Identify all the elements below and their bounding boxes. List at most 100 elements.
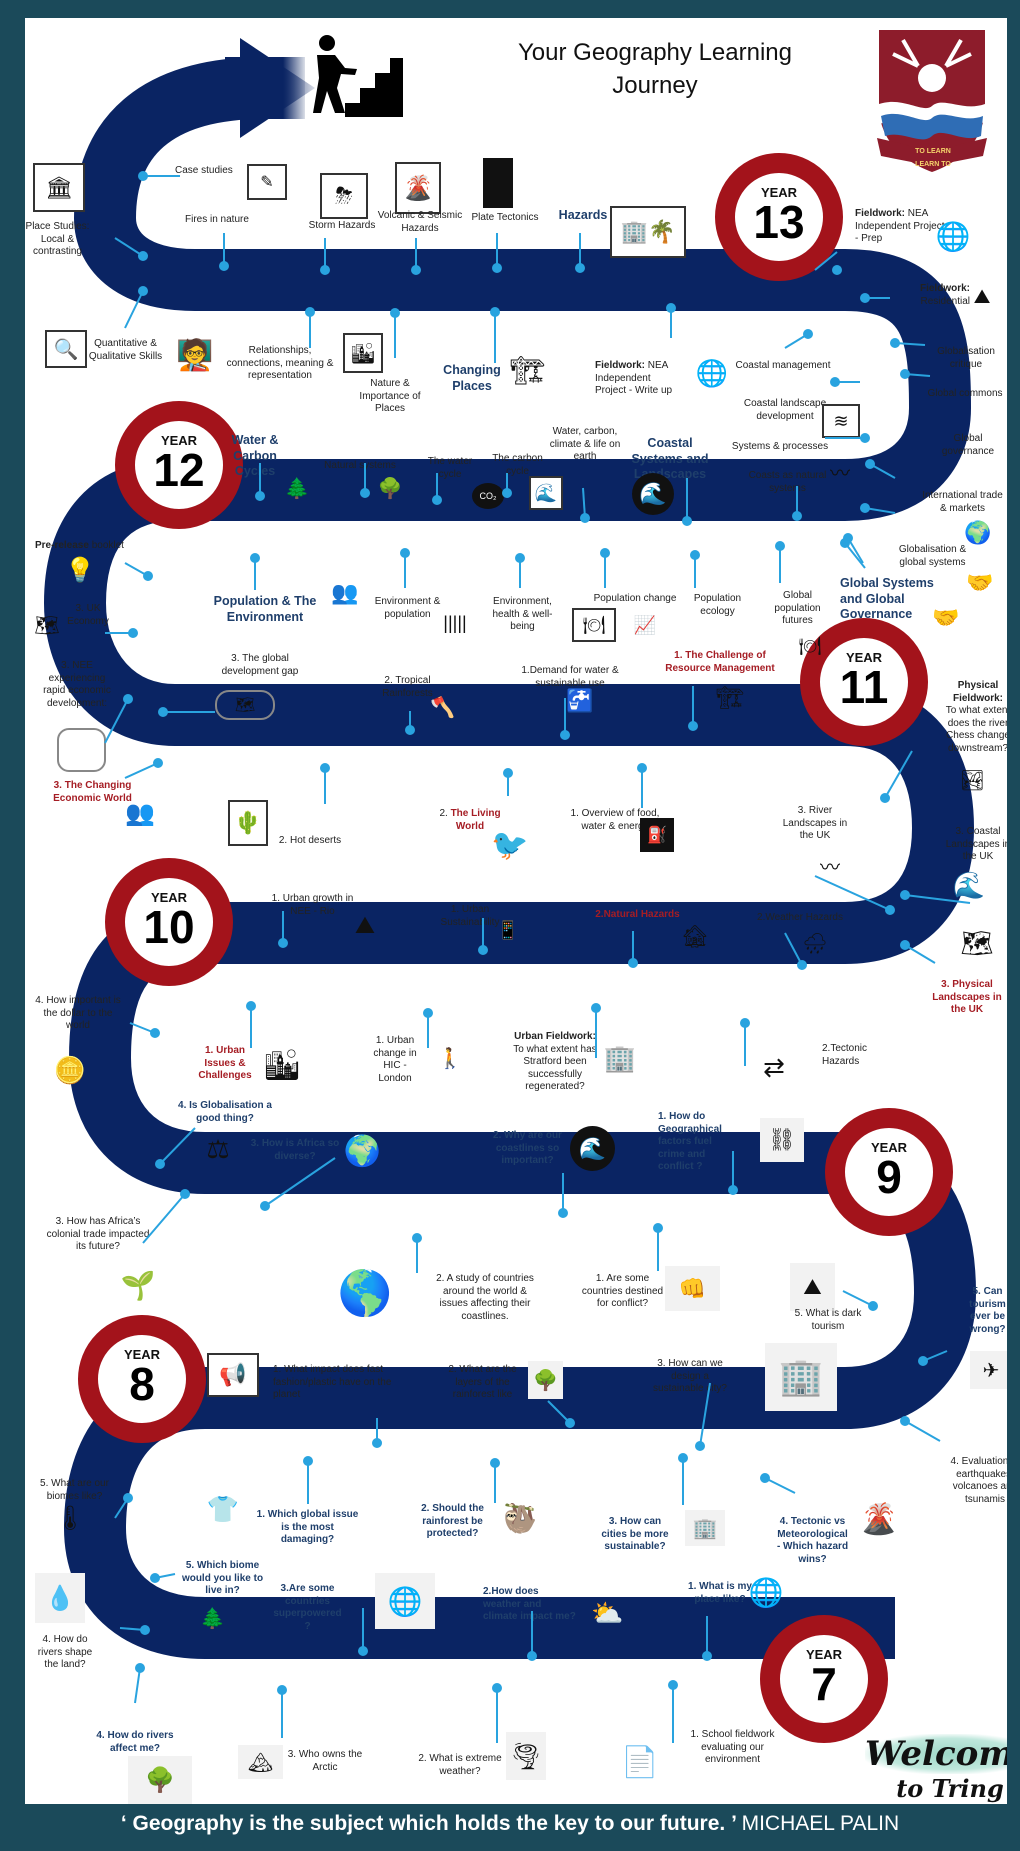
coins-icon: 🪙 — [53, 1054, 87, 1085]
biomes-label: 5. What are our biomes like? — [40, 1478, 109, 1502]
population-ecology-label: Population ecology — [693, 593, 742, 617]
tectonic-plate-icon: ⇄ — [763, 1051, 785, 1082]
waterfall-icon: 💧 — [35, 1573, 85, 1623]
pipe-tap-icon: 🚰 — [566, 687, 594, 713]
river-path-icon: 〰 — [820, 856, 840, 879]
crest-motto: TO LEARN LEARN TO — [915, 148, 951, 168]
coastlines-question: 2. Why are our coastlines so important? — [493, 1130, 562, 1166]
collapsed-building-icon — [483, 158, 513, 208]
school-fieldwork-label: 1. School fieldwork evaluating our envir… — [690, 1729, 775, 1765]
school-crest-icon — [873, 26, 991, 176]
smart-city-icon: 🏢 — [765, 1343, 837, 1411]
hazards-heading: Hazards — [558, 208, 608, 222]
people-icon: 👥 — [331, 580, 359, 605]
population-environment-heading: Population & The Environment — [213, 594, 317, 624]
river-landscape-icon: 🏞 — [959, 770, 986, 792]
pre-release-label: Pre-release booklet — [35, 540, 124, 551]
footer-quote: ‘ Geography is the subject which holds t… — [0, 1812, 1020, 1836]
demand-water-label: 1.Demand for water & sustainable use — [521, 665, 619, 689]
toucan-icon: 🐦 — [491, 829, 529, 862]
water-carbon-life-label: Water, carbon, climate & life on earth — [549, 426, 621, 462]
storm-hazards-label: Storm Hazards — [308, 220, 376, 231]
handshake-cycle-icon: 🤝 — [966, 570, 994, 595]
wave-swirl-icon: 🌊 — [570, 1126, 615, 1171]
checklist-icon: ✎ — [247, 164, 287, 200]
globe-location-icon: 🌐 — [748, 1576, 784, 1608]
fieldwork-writeup-label: Fieldwork: NEA Independent Project - Wri… — [595, 360, 673, 396]
rivers-shape-label: 4. How do rivers shape the land? — [37, 1634, 93, 1670]
erupting-volcano-icon: 🌋 — [860, 1502, 898, 1536]
hurricane-city-icon: 🏢🌴 — [610, 206, 686, 258]
magnifier-chart-icon: 🔍 — [45, 330, 87, 368]
weather-thermometer-icon: 🌡 — [54, 1504, 86, 1532]
litter-person-icon: 🚶 — [437, 1047, 463, 1070]
conflict-label: 1. Are some countries destined for confl… — [581, 1273, 664, 1309]
world-map-icon: 🗺 — [215, 690, 275, 720]
coasts-natural-label: Coasts as natural systems — [748, 470, 827, 494]
shopping-mobile-icon: 📱 — [496, 919, 520, 940]
tourism-wrong-question: 5. Can tourism ever be wrong? — [969, 1286, 1006, 1335]
environment-health-label: Environment, health & well-being — [492, 596, 553, 632]
plate-tectonics-label: Plate Tectonics — [471, 212, 539, 223]
physical-landscapes-heading: 3. Physical Landscapes in the UK — [932, 979, 1002, 1015]
travel-globe-icon: ✈ — [970, 1351, 1007, 1389]
megaphone-board-icon: 📢 — [207, 1353, 259, 1397]
natural-hazards-heading: 2.Natural Hazards — [595, 909, 680, 920]
buildings-icon: 🏢 — [685, 1510, 725, 1546]
global-governance-label: Global governance — [941, 433, 995, 457]
africa-icon: 🌍 — [343, 1134, 382, 1168]
forest-icon: 🌲 — [284, 477, 310, 500]
lightbulb-icon: 💡 — [65, 556, 95, 584]
rainforest-protect-question: 2. Should the rainforest be protected? — [421, 1503, 484, 1539]
oil-rig-icon: 🏗 — [716, 685, 744, 710]
offshore-rig-icon: ⛽ — [640, 818, 674, 852]
population-growth-icon: 📈 — [633, 614, 657, 635]
pine-trees-icon: 🌲 — [200, 1607, 225, 1630]
globe-pin-icon: 🌐 — [695, 357, 729, 388]
wave-icon: 🌊 — [632, 473, 674, 515]
quote-text: ‘ Geography is the subject which holds t… — [120, 1812, 736, 1835]
global-systems-heading: Global Systems and Global Governance — [840, 576, 934, 621]
farmland-icon: ||||| — [443, 612, 467, 633]
uk-map-icon: 🗺 — [34, 614, 60, 637]
sloth-icon: 🦥 — [502, 1502, 538, 1534]
globalisation-critique-label: Globalisation critique — [937, 346, 995, 370]
earthquake-house-icon: 🏚 — [681, 924, 709, 949]
my-place-question: 1. What is my place like? — [688, 1581, 752, 1605]
water-carbon-heading: Water & Carbon Cycles — [231, 433, 279, 478]
rainforest-layers-icon: 🌳 — [528, 1361, 563, 1399]
extreme-weather-label: 2. What is extreme weather? — [418, 1753, 502, 1777]
uk-map-icon: 🗺 — [960, 928, 994, 958]
quote-author: MICHAEL PALIN — [741, 1812, 900, 1835]
nature-places-label: Nature & Importance of Places — [359, 378, 421, 414]
quant-skills-label: Quantitative & Qualitative Skills — [88, 338, 163, 362]
tectonic-vs-question: 4. Tectonic vs Meteorological - Which ha… — [776, 1516, 849, 1565]
river-bend-icon: 〰 — [830, 462, 850, 485]
tectonic-hazards-label: 2.Tectonic Hazards — [822, 1043, 868, 1067]
burj-icon: 🏗 — [509, 355, 546, 386]
which-biome-question: 5. Which biome would you like to live in… — [181, 1560, 264, 1596]
presenter-flowchart-icon: 🧑‍🏫 — [176, 339, 214, 372]
international-trade-label: International trade & markets — [922, 490, 1003, 514]
mountain-camp-icon: ⛰ — [973, 285, 991, 308]
journey-panel: Your Geography Learning Journey TO LEARN… — [25, 18, 1007, 1804]
flood-icon: 🌊 — [529, 476, 563, 510]
place-study-icon: 🏛 — [33, 163, 85, 212]
global-gap-label: 3. The global development gap — [221, 653, 299, 677]
coastal-management-label: Coastal management — [735, 360, 831, 371]
welcome-logo: Welcome to Tring School — [865, 1734, 1007, 1804]
tropical-rainforests-label: 2. Tropical Rainforests — [382, 675, 433, 699]
hot-deserts-label: 2. Hot deserts — [278, 835, 342, 846]
nigeria-map-icon — [57, 728, 106, 772]
coastal-development-label: Coastal landscape development — [743, 398, 827, 422]
urban-issues-heading: 1. Urban Issues & Challenges — [198, 1045, 252, 1081]
superpowered-question: 3.Are some countries superpowered ? — [273, 1583, 342, 1632]
crime-conflict-question: 1. How do Geographical factors fuel crim… — [658, 1111, 722, 1172]
rio-mountain-icon: ⛰ — [354, 912, 376, 939]
